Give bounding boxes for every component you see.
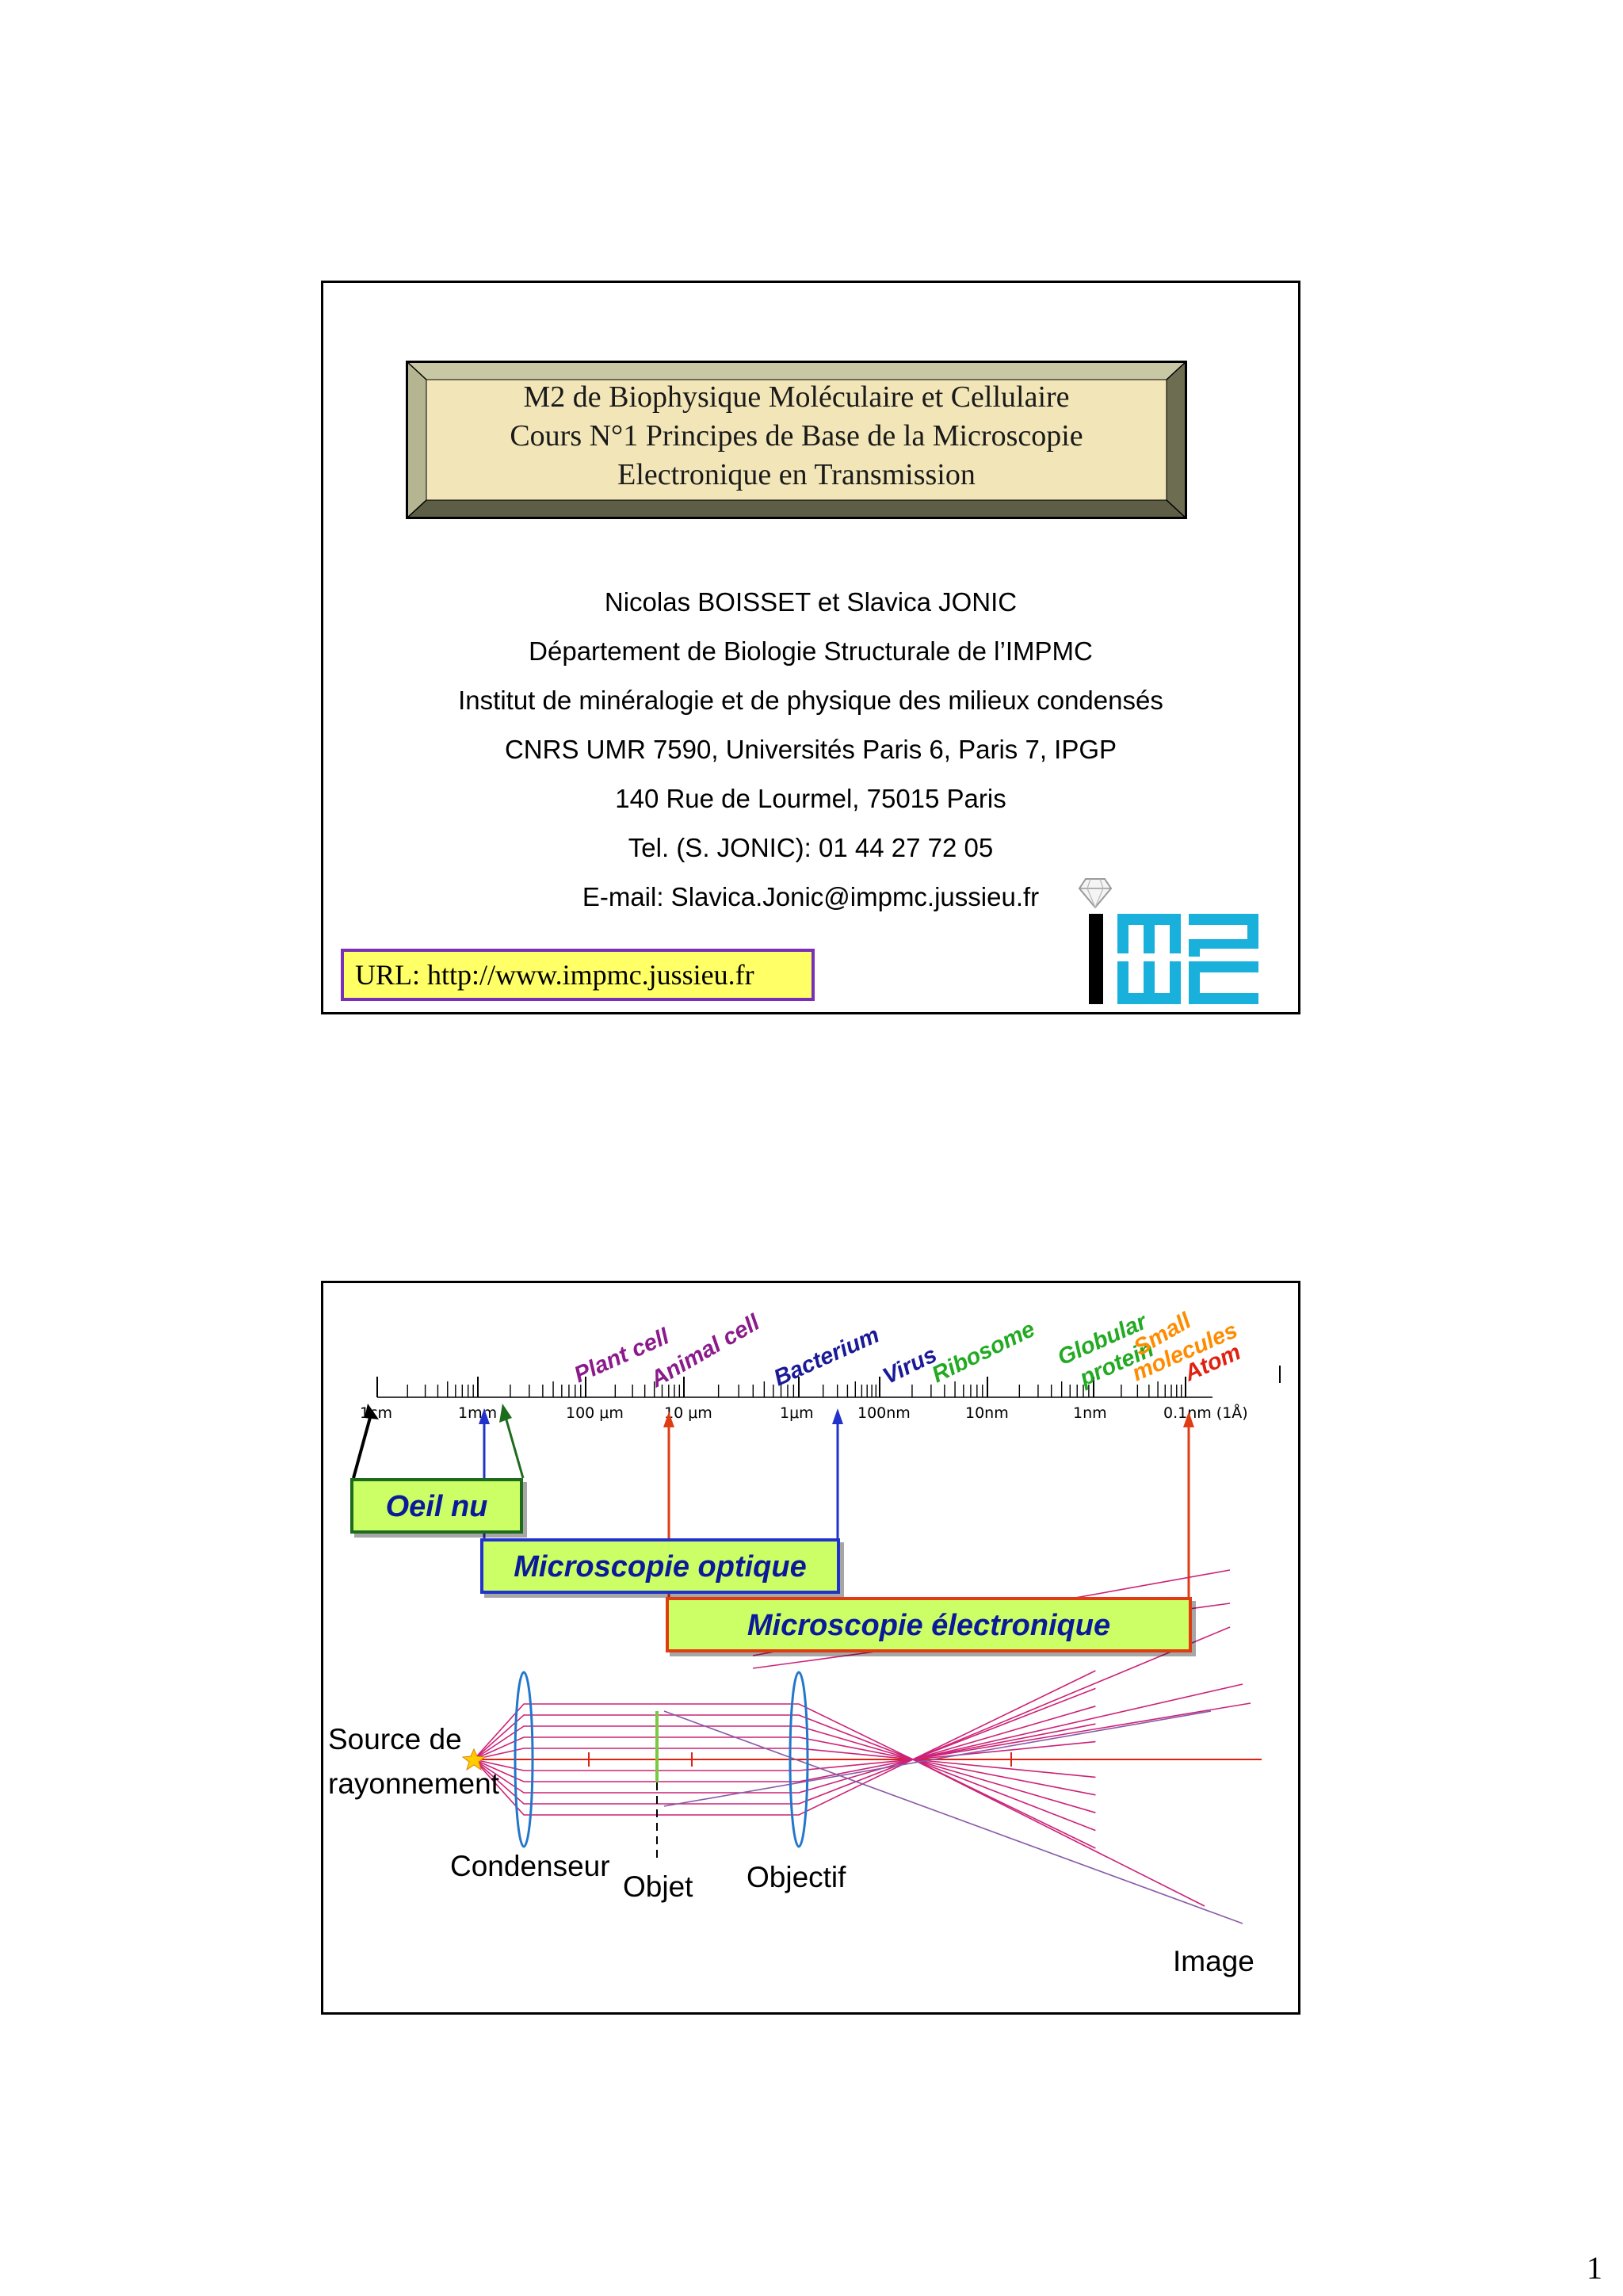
source-star-icon [461, 1748, 487, 1771]
light-ray [473, 1740, 1096, 1771]
department: Département de Biologie Structurale de l… [529, 636, 1093, 666]
light-ray [473, 1703, 1096, 1849]
range-microscopie-optique: Microscopie optique [480, 1538, 840, 1594]
light-ray [473, 1714, 1096, 1832]
title-line-3: Electronique en Transmission [617, 458, 976, 491]
institute: Institut de minéralogie et de physique d… [458, 686, 1163, 715]
url-link[interactable]: URL: http://www.impmc.jussieu.fr [341, 949, 815, 1001]
tick-label-0.1nm: 0.1nm (1Å) [1163, 1404, 1248, 1422]
tick-label-10nm: 10nm [965, 1404, 1009, 1422]
ruler-minor-ticks [376, 1377, 1186, 1397]
address: 140 Rue de Lourmel, 75015 Paris [615, 784, 1006, 813]
author-info: Nicolas BOISSET et Slavica JONIC Départe… [323, 578, 1298, 922]
impmc-logo [1078, 878, 1258, 1004]
light-ray [473, 1725, 1096, 1813]
light-ray [473, 1687, 1096, 1805]
light-ray [473, 1736, 1096, 1796]
light-ray [473, 1670, 1096, 1816]
authors: Nicolas BOISSET et Slavica JONIC [604, 587, 1018, 617]
label-rayonnement: rayonnement [328, 1767, 499, 1800]
objective-lens [789, 1671, 809, 1848]
tick-label-1cm: 1cm [360, 1404, 392, 1422]
label-condenseur: Condenseur [450, 1850, 610, 1882]
range-oeil-nu: Oeil nu [350, 1478, 523, 1534]
light-ray [473, 1706, 1096, 1794]
email[interactable]: E-mail: Slavica.Jonic@impmc.jussieu.fr [582, 882, 1040, 911]
phone: Tel. (S. JONIC): 01 44 27 72 05 [628, 833, 994, 862]
tick-label-1um: 1μm [780, 1404, 814, 1422]
condenser-lens [514, 1671, 534, 1848]
slide-title-page: M2 de Biophysique Moléculaire et Cellula… [321, 281, 1300, 1014]
diamond-icon [1078, 878, 1113, 909]
page-number: 1 [1587, 2250, 1602, 2286]
label-bacterium: Bacterium [770, 1322, 884, 1391]
slide-resolution-scale: 1cm 1mm 100 μm 10 μm 1μm 100nm 10nm 1nm … [321, 1281, 1300, 2015]
title-plaque: M2 de Biophysique Moléculaire et Cellula… [406, 361, 1187, 519]
tick-label-1nm: 1nm [1073, 1404, 1107, 1422]
label-ribosome: Ribosome [928, 1316, 1039, 1388]
scale-ruler [377, 1396, 1212, 1398]
tick-label-10um: 10 μm [664, 1404, 712, 1422]
scale-and-optics-diagram: 1cm 1mm 100 μm 10 μm 1μm 100nm 10nm 1nm … [352, 1308, 1281, 1924]
light-ray [473, 1748, 1096, 1778]
title-line-2: Cours N°1 Principes de Base de la Micros… [510, 419, 1083, 453]
label-image: Image [1173, 1945, 1254, 1977]
affiliation: CNRS UMR 7590, Universités Paris 6, Pari… [504, 735, 1117, 764]
tick-label-100nm: 100nm [857, 1404, 911, 1422]
title-line-1: M2 de Biophysique Moléculaire et Cellula… [523, 380, 1070, 414]
plaque-bevel-frame [406, 361, 1187, 519]
tick-label-100um: 100 μm [566, 1404, 624, 1422]
tick-label-1mm: 1mm [458, 1404, 497, 1422]
range-microscopie-electronique: Microscopie électronique [666, 1597, 1192, 1652]
light-ray [473, 1723, 1096, 1782]
scale-tick-labels: 1cm 1mm 100 μm 10 μm 1μm 100nm 10nm 1nm … [360, 1404, 1248, 1422]
course-title: M2 de Biophysique Moléculaire et Cellula… [430, 378, 1163, 495]
light-rays [473, 1670, 1096, 1849]
label-source-de: Source de [328, 1723, 462, 1755]
optique-arrows [483, 1423, 839, 1538]
label-objectif: Objectif [747, 1861, 846, 1893]
label-objet: Objet [623, 1870, 693, 1903]
